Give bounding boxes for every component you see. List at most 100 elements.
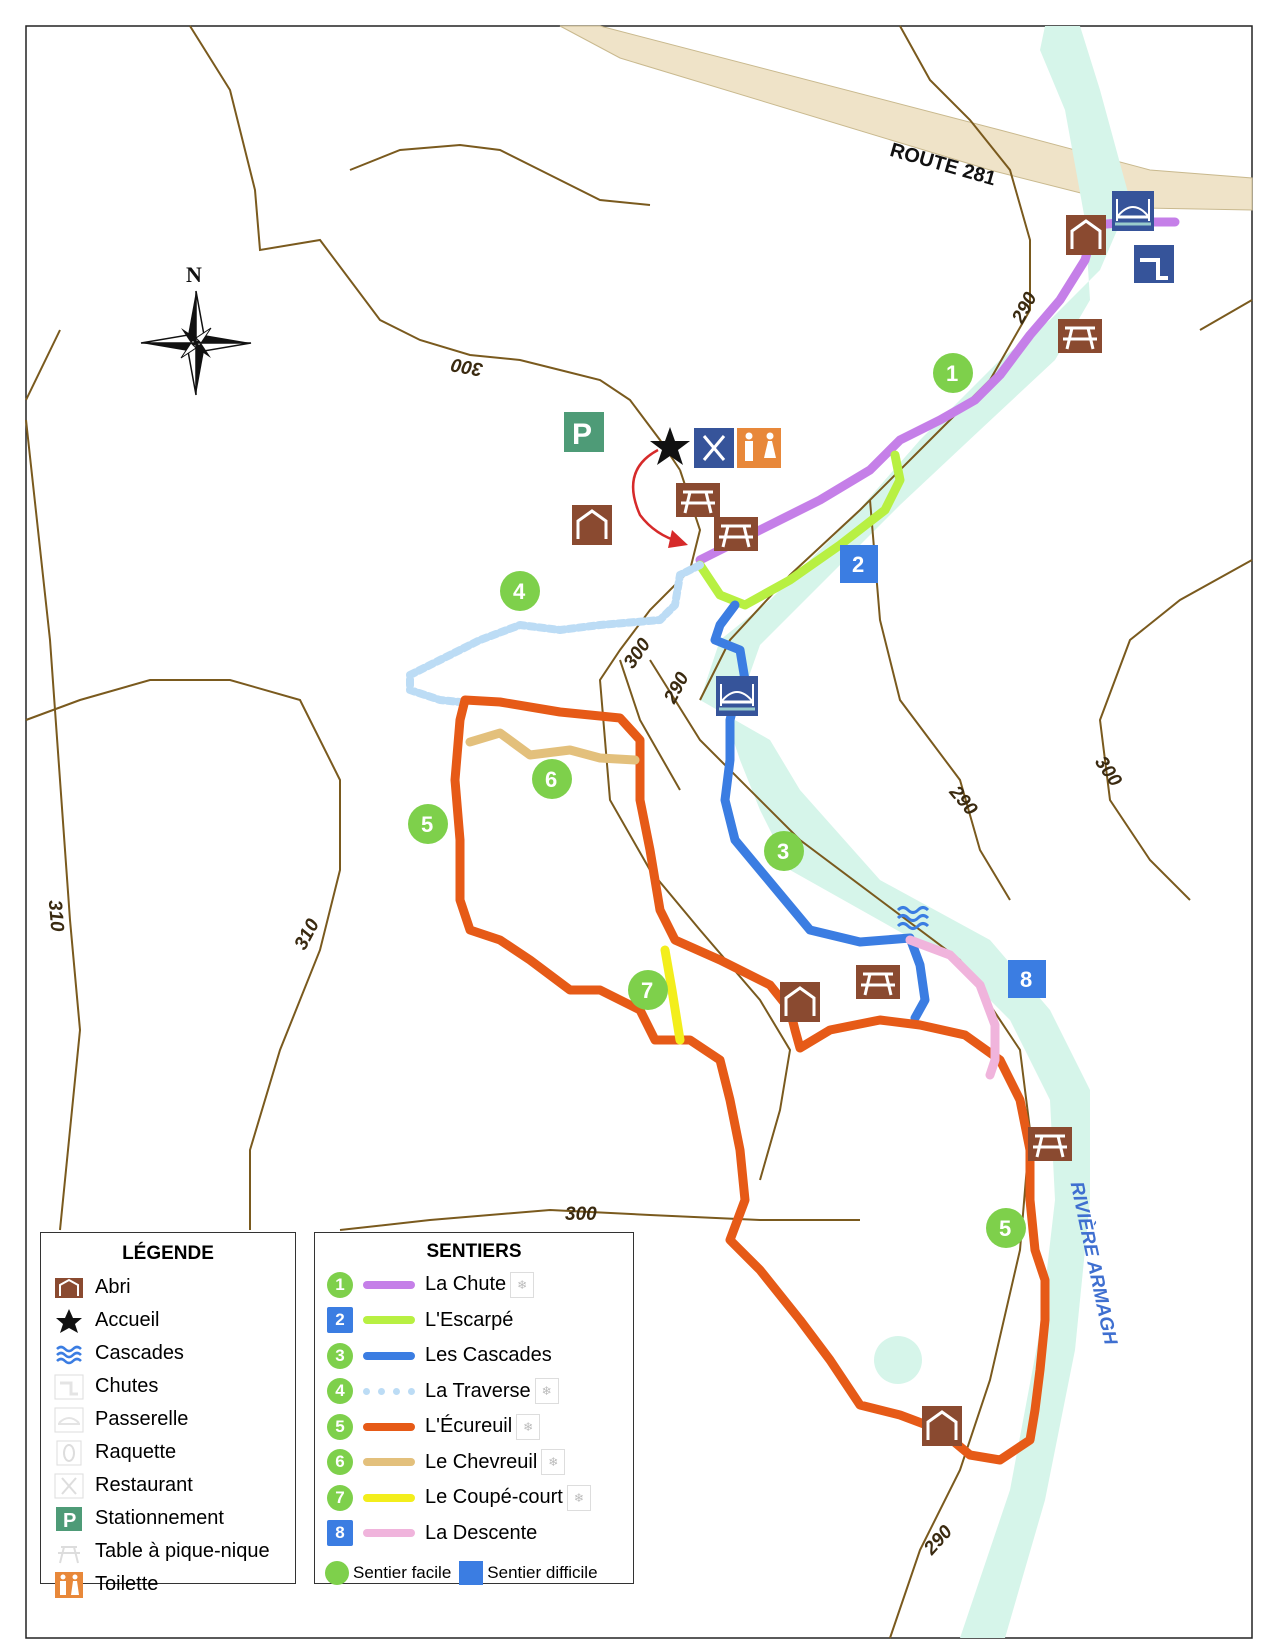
legend-title: LÉGENDE — [122, 1243, 214, 1264]
picnic-table-icon[interactable] — [854, 963, 902, 1001]
footbridge-icon[interactable] — [1110, 189, 1156, 233]
trail-label: Les Cascades — [425, 1344, 552, 1367]
parking-icon[interactable]: P — [564, 412, 604, 452]
north-label: N — [186, 262, 202, 287]
legend-label: Toilette — [95, 1573, 159, 1595]
trail-marker-5[interactable]: 5 — [408, 804, 448, 844]
legend-item-accueil: Accueil — [41, 1304, 295, 1337]
trail-6-le-chevreuil[interactable] — [465, 728, 640, 765]
trail-color-swatch — [363, 1493, 415, 1502]
svg-text:5: 5 — [421, 812, 433, 837]
easy-dot-icon — [325, 1561, 349, 1585]
legend-label: Passerelle — [95, 1408, 189, 1430]
easy-label: Sentier facile — [353, 1563, 452, 1582]
trails-title: SENTIERS — [426, 1241, 522, 1262]
svg-text:5: 5 — [999, 1216, 1011, 1241]
legend-label: Restaurant — [95, 1474, 193, 1496]
trail-5-l-ecureuil[interactable] — [450, 695, 1050, 1465]
picnic-table-icon[interactable] — [1026, 1125, 1074, 1163]
trail-marker-3[interactable]: 3 — [764, 831, 804, 871]
trail-row[interactable]: 3 Les Cascades — [315, 1338, 633, 1374]
trail-number-badge: 7 — [327, 1484, 353, 1511]
star-icon[interactable] — [650, 427, 690, 465]
trail-marker-5[interactable]: 5 — [986, 1208, 1026, 1248]
trail-2-l-escarpe[interactable] — [695, 450, 905, 610]
snowshoe-icon — [53, 1439, 85, 1467]
shelter-icon[interactable] — [570, 503, 614, 547]
svg-text:1: 1 — [946, 361, 958, 386]
restaurant-icon — [53, 1472, 85, 1500]
trail-label: La Traverse — [425, 1379, 531, 1402]
legend-item-abri: Abri — [41, 1271, 295, 1304]
waterfall-icon[interactable] — [1134, 245, 1174, 283]
waterfall-icon — [53, 1373, 85, 1401]
shelter-icon[interactable] — [778, 980, 822, 1024]
footbridge-icon[interactable] — [714, 674, 760, 718]
trail-marker-7[interactable]: 7 — [628, 970, 668, 1010]
picnic-table-icon — [53, 1538, 85, 1566]
shelter-icon[interactable] — [1064, 213, 1108, 257]
trail-number-badge: 6 — [327, 1449, 353, 1476]
trail-number-badge: 3 — [327, 1342, 353, 1369]
trail-number-badge: 2 — [327, 1307, 353, 1334]
trail-4-la-traverse[interactable] — [406, 561, 704, 706]
trail-marker-2[interactable]: 2 — [840, 545, 878, 583]
legend-label: Table à pique-nique — [95, 1540, 270, 1562]
trail-label: L'Écureuil — [425, 1415, 513, 1438]
svg-text:P: P — [572, 418, 592, 451]
trail-row[interactable]: 5 L'Écureuil❄ — [315, 1409, 633, 1445]
legend-label: Accueil — [95, 1309, 160, 1331]
legend-item-stationnement: P Stationnement — [41, 1502, 295, 1535]
legend-label: Raquette — [95, 1441, 177, 1463]
trail-marker-8[interactable]: 8 — [1008, 960, 1046, 998]
trail-row[interactable]: 2 L'Escarpé — [315, 1303, 633, 1339]
trail-color-swatch — [363, 1316, 415, 1325]
svg-text:2: 2 — [852, 552, 864, 577]
snowshoe-icon: ❄ — [566, 1484, 591, 1511]
legend-label: Stationnement — [95, 1507, 224, 1529]
shelter-icon[interactable] — [920, 1404, 964, 1448]
trail-color-swatch — [363, 1422, 415, 1431]
legend-panel: LÉGENDE Abri Accueil Cascades Chutes Pas… — [40, 1232, 296, 1598]
toilet-icon[interactable] — [737, 428, 781, 468]
legend-item-cascades: Cascades — [41, 1337, 295, 1370]
cascades-icon[interactable] — [896, 906, 930, 930]
picnic-table-icon[interactable] — [674, 481, 722, 519]
picnic-table-icon[interactable] — [1056, 317, 1104, 355]
footbridge-icon — [53, 1406, 85, 1434]
legend-item-restaurant: Restaurant — [41, 1469, 295, 1502]
trail-7-le-coupe-court[interactable] — [660, 945, 685, 1045]
legend-label: Abri — [95, 1276, 131, 1298]
svg-text:4: 4 — [513, 579, 526, 604]
trail-marker-1[interactable]: 1 — [933, 353, 973, 393]
trail-number-badge: 5 — [327, 1413, 353, 1440]
trail-number-badge: 4 — [327, 1378, 353, 1405]
trail-color-swatch — [363, 1458, 415, 1467]
snowshoe-icon: ❄ — [516, 1413, 541, 1440]
legend-item-chutes: Chutes — [41, 1370, 295, 1403]
svg-text:8: 8 — [1020, 967, 1032, 992]
pond — [874, 1336, 922, 1384]
restaurant-icon[interactable] — [694, 428, 734, 468]
trail-label: L'Escarpé — [425, 1308, 514, 1331]
legend-item-toilette: Toilette — [41, 1568, 295, 1601]
difficulty-key: Sentier facile Sentier difficile — [315, 1561, 633, 1585]
trail-8-la-descente[interactable] — [905, 935, 1000, 1080]
trail-color-swatch — [363, 1280, 415, 1289]
svg-text:P: P — [63, 1510, 76, 1532]
north-arrow-icon — [140, 290, 252, 396]
picnic-table-icon[interactable] — [712, 515, 760, 553]
trail-color-swatch — [363, 1351, 415, 1360]
svg-text:7: 7 — [641, 978, 653, 1003]
trail-marker-4[interactable]: 4 — [500, 571, 540, 611]
cascades-icon — [53, 1340, 85, 1368]
trail-marker-6[interactable]: 6 — [532, 759, 572, 799]
toilet-icon — [53, 1571, 85, 1599]
hard-label: Sentier difficile — [487, 1563, 598, 1582]
